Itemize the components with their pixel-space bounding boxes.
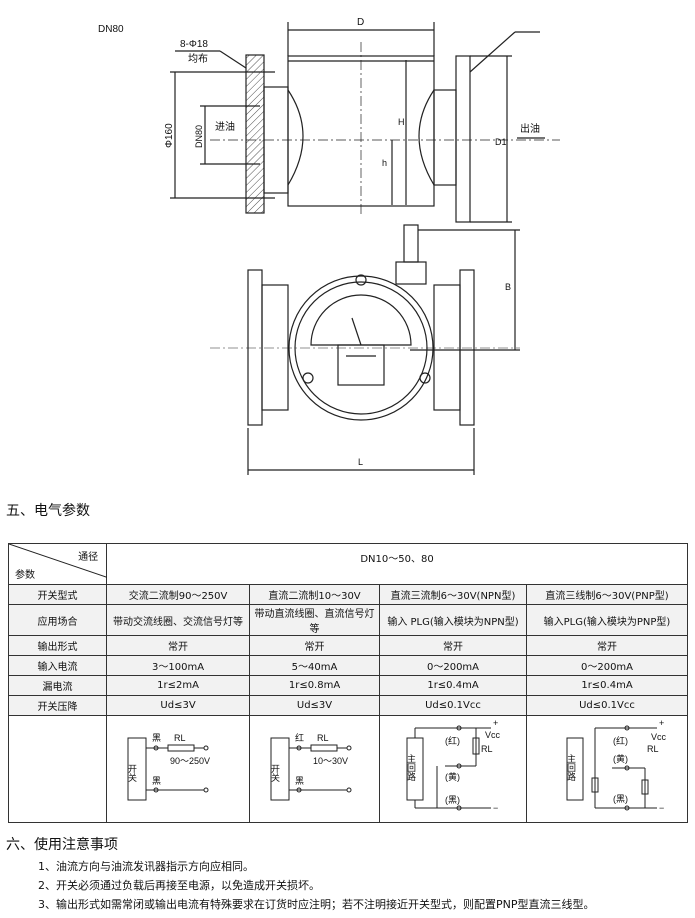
wire-red: 红	[295, 732, 304, 743]
table-cell: 直流二流制10～30V	[249, 584, 380, 605]
table-cell: 常开	[249, 635, 380, 656]
holes-label: 8-Φ18	[180, 39, 208, 50]
table-cell: 0～200mA	[379, 655, 527, 676]
dim-H: H	[398, 117, 405, 127]
table-cell: 输入PLG(输入模块为PNP型)	[526, 604, 688, 636]
note-item: 3、输出形式如需常闭或输出电流有特殊要求在订货时应注明；若不注明接近开关型式，则…	[38, 898, 595, 911]
dim-D: D	[357, 17, 364, 28]
span-header: DN10～50、80	[106, 543, 688, 585]
circuit-npn-three-wire: 主回路 (红) (黄) (黑) Vcc RL + −	[379, 715, 527, 823]
row-label: 开关压降	[7, 695, 108, 716]
rl-label: RL	[317, 733, 329, 743]
note-item: 2、开关必须通过负载后再接至电源，以免造成开关损坏。	[38, 879, 320, 892]
wire-black-1: 黑	[152, 733, 161, 743]
dn-label: DN80	[98, 24, 124, 35]
table-cell: Ud≤0.1Vcc	[379, 695, 527, 716]
phi160-label: Φ160	[164, 123, 175, 148]
red-wire: (红)	[613, 735, 628, 746]
dn80-vertical-label: DN80	[194, 125, 204, 148]
table-cell: 1r≤0.4mA	[379, 675, 527, 696]
table-cell: 带动直流线圈、直流信号灯等	[249, 604, 380, 636]
table-cell: 常开	[526, 635, 688, 656]
corner-bottom: 参数	[15, 570, 35, 581]
row-label: 漏电流	[7, 675, 108, 696]
table-cell: 常开	[106, 635, 251, 656]
voltage-label: 90～250V	[170, 756, 210, 766]
red-wire: (红)	[445, 735, 460, 746]
main-circuit-label: 主回路	[406, 752, 416, 781]
table-cell: 3～100mA	[106, 655, 251, 676]
main-circuit-label: 主回路	[566, 752, 576, 781]
table-cell: 输入 PLG(输入模块为NPN型)	[379, 604, 527, 636]
table-cell: 5～40mA	[249, 655, 380, 676]
vcc-label: Vcc	[651, 732, 667, 742]
rl-label: RL	[647, 744, 659, 754]
yellow-wire: (黄)	[445, 771, 460, 782]
circuit-pnp-three-wire: 主回路 (红) (黄) (黑) Vcc RL + −	[526, 715, 688, 823]
table-cell: 带动交流线圈、交流信号灯等	[106, 604, 251, 636]
row-label: 输出形式	[7, 635, 108, 656]
voltage-label: 10～30V	[313, 756, 348, 766]
circuit-ac-two-wire: 开关 黑 RL 90～250V 黑	[106, 715, 251, 823]
table-cell: 1r≤0.8mA	[249, 675, 380, 696]
section-notes-title: 六、使用注意事项	[6, 837, 118, 853]
circuit-dc-two-wire: 开关 红 RL 10～30V 黑	[249, 715, 380, 823]
table-cell: 1r≤0.4mA	[526, 675, 688, 696]
outlet-label: 出油	[520, 122, 540, 135]
table-cell: 1r≤2mA	[106, 675, 251, 696]
dim-L: L	[358, 457, 363, 467]
table-cell: 常开	[379, 635, 527, 656]
table-cell: Ud≤3V	[249, 695, 380, 716]
plus-sign: +	[659, 718, 664, 728]
notes-list: 1、油流方向与油流发讯器指示方向应相同。 2、开关必须通过负载后再接至电源，以免…	[38, 857, 595, 914]
table-cell: 交流二流制90～250V	[106, 584, 251, 605]
table-cell: Ud≤0.1Vcc	[526, 695, 688, 716]
table-row: 输出形式常开常开常开常开	[7, 635, 688, 656]
plus-sign: +	[493, 718, 498, 728]
row-label: 开关型式	[7, 584, 108, 605]
wire-black: 黑	[295, 776, 304, 786]
diagram-label-cell	[7, 715, 108, 823]
rl-label: RL	[174, 733, 186, 743]
technical-drawing: DN80 8-Φ18 均布 Φ160 DN80 进油 D H h D1 出油 B…	[98, 17, 560, 475]
table-cell: Ud≤3V	[106, 695, 251, 716]
switch-label: 开关	[270, 763, 280, 782]
table-row: 应用场合带动交流线圈、交流信号灯等带动直流线圈、直流信号灯等输入 PLG(输入模…	[7, 604, 688, 636]
holes-note: 均布	[188, 53, 208, 65]
switch-label: 开关	[127, 763, 137, 782]
rl-label: RL	[481, 744, 493, 754]
minus-sign: −	[493, 803, 498, 813]
dim-h: h	[382, 158, 387, 168]
note-item: 1、油流方向与油流发讯器指示方向应相同。	[38, 860, 254, 873]
black-wire: (黑)	[613, 794, 628, 804]
section-electrical-title: 五、电气参数	[6, 503, 90, 519]
black-wire: (黑)	[445, 795, 460, 805]
yellow-wire: (黄)	[613, 753, 628, 764]
minus-sign: −	[659, 803, 664, 813]
row-label: 输入电流	[7, 655, 108, 676]
wire-black-2: 黑	[152, 776, 161, 786]
corner-top: 通径	[78, 552, 99, 563]
vcc-label: Vcc	[485, 730, 501, 740]
table-cell: 直流三流制6～30V(NPN型)	[379, 584, 527, 605]
table-cell: 直流三线制6～30V(PNP型)	[526, 584, 688, 605]
corner-cell: 通径 参数	[7, 543, 109, 585]
table-cell: 0～200mA	[526, 655, 688, 676]
dim-B: B	[505, 282, 511, 292]
row-label: 应用场合	[7, 604, 108, 636]
dim-D1: D1	[495, 137, 507, 147]
inlet-label: 进油	[215, 120, 235, 133]
